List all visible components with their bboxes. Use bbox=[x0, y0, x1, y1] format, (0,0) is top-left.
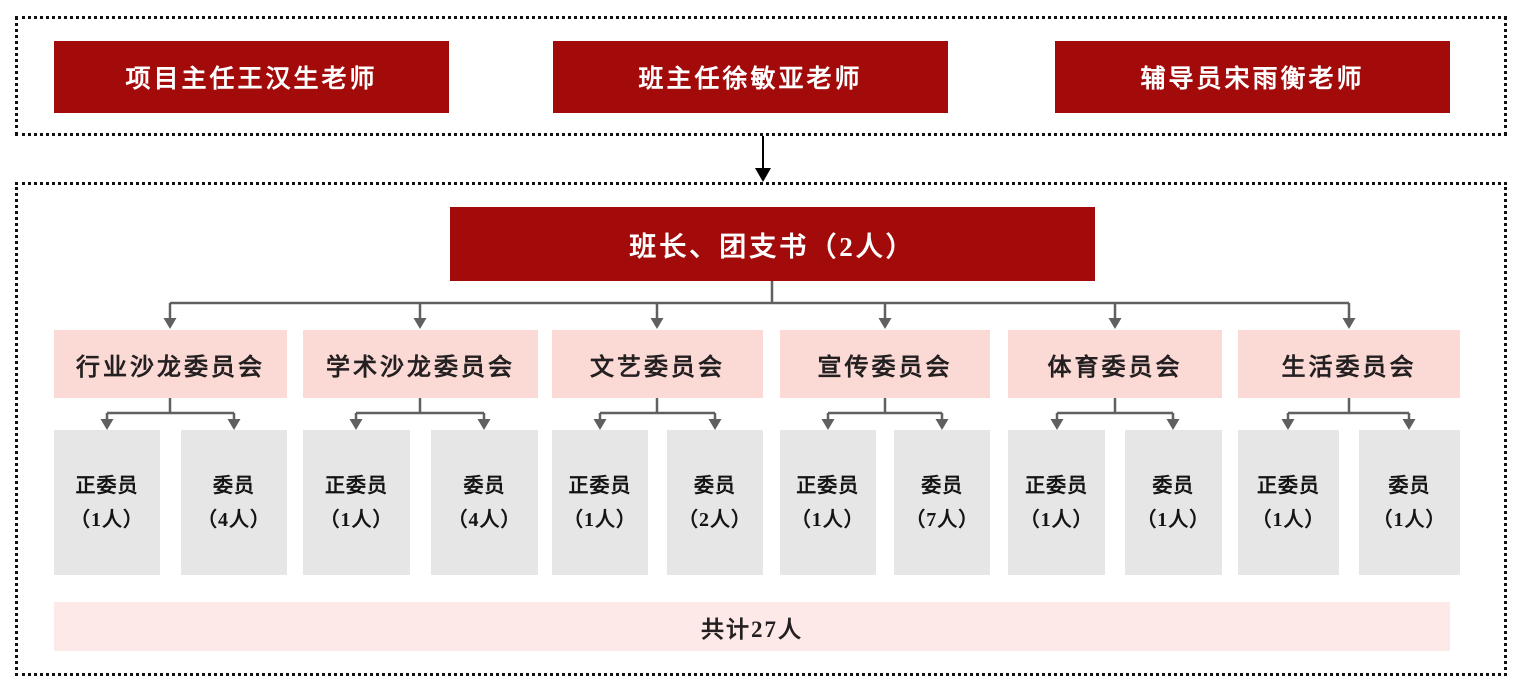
teacher-label: 项目主任王汉生老师 bbox=[125, 66, 378, 93]
committee-box: 学术沙龙委员会 bbox=[303, 330, 538, 398]
count-label: （7人） bbox=[905, 508, 980, 531]
total-count-bar: 共计27人 bbox=[54, 602, 1450, 651]
down-arrow-icon bbox=[755, 136, 771, 182]
member-pair: 正委员 （1人） 委员 （1人） bbox=[1008, 430, 1222, 575]
committee-label: 文艺委员会 bbox=[590, 354, 725, 381]
member-box: 委员 （7人） bbox=[894, 430, 990, 575]
committee-cell-daily-life: 生活委员会 正委员 （1人） 委员 （1人） bbox=[1238, 330, 1460, 575]
role-label: 委员 bbox=[1152, 474, 1195, 497]
chief-member-box: 正委员 （1人） bbox=[54, 430, 160, 575]
teacher-label: 班主任徐敏亚老师 bbox=[638, 66, 863, 93]
committee-box: 体育委员会 bbox=[1008, 330, 1222, 398]
member-pair: 正委员 （1人） 委员 （2人） bbox=[552, 430, 763, 575]
chief-member-box: 正委员 （1人） bbox=[1238, 430, 1339, 575]
teacher-box-head-teacher: 班主任徐敏亚老师 bbox=[553, 41, 948, 113]
committee-box: 文艺委员会 bbox=[552, 330, 763, 398]
member-box: 委员 （4人） bbox=[181, 430, 287, 575]
count-label: （1人） bbox=[1136, 508, 1211, 531]
committee-cell-academic-salon: 学术沙龙委员会 正委员 （1人） 委员 （4人） bbox=[303, 330, 538, 575]
chief-member-box: 正委员 （1人） bbox=[303, 430, 410, 575]
class-leader-box: 班长、团支书（2人） bbox=[450, 207, 1095, 281]
committee-box: 宣传委员会 bbox=[780, 330, 990, 398]
count-label: （1人） bbox=[1251, 508, 1326, 531]
class-leader-label: 班长、团支书（2人） bbox=[629, 231, 916, 262]
role-label: 正委员 bbox=[796, 474, 860, 497]
committee-cell-arts: 文艺委员会 正委员 （1人） 委员 （2人） bbox=[552, 330, 763, 575]
count-label: （4人） bbox=[197, 508, 271, 531]
role-label: 正委员 bbox=[75, 474, 139, 497]
committee-cell-publicity: 宣传委员会 正委员 （1人） 委员 （7人） bbox=[780, 330, 990, 575]
count-label: （1人） bbox=[319, 508, 394, 531]
role-label: 委员 bbox=[921, 474, 964, 497]
committee-label: 行业沙龙委员会 bbox=[76, 354, 265, 381]
chief-member-box: 正委员 （1人） bbox=[1008, 430, 1106, 575]
teachers-frame bbox=[15, 16, 1507, 136]
role-label: 委员 bbox=[463, 474, 506, 497]
count-label: （4人） bbox=[447, 508, 522, 531]
committee-box: 行业沙龙委员会 bbox=[54, 330, 287, 398]
total-count-label: 共计27人 bbox=[701, 616, 803, 642]
committee-label: 宣传委员会 bbox=[817, 354, 953, 381]
teacher-label: 辅导员宋雨衡老师 bbox=[1140, 66, 1365, 93]
committee-box: 生活委员会 bbox=[1238, 330, 1460, 398]
count-label: （1人） bbox=[563, 508, 637, 531]
committee-label: 体育委员会 bbox=[1047, 354, 1183, 381]
role-label: 委员 bbox=[694, 474, 736, 497]
count-label: （2人） bbox=[678, 508, 752, 531]
member-pair: 正委员 （1人） 委员 （1人） bbox=[1238, 430, 1460, 575]
member-box: 委员 （1人） bbox=[1359, 430, 1460, 575]
count-label: （1人） bbox=[70, 508, 144, 531]
count-label: （1人） bbox=[790, 508, 865, 531]
member-box: 委员 （2人） bbox=[667, 430, 763, 575]
member-pair: 正委员 （1人） 委员 （4人） bbox=[303, 430, 538, 575]
member-pair: 正委员 （1人） 委员 （7人） bbox=[780, 430, 990, 575]
teacher-box-project-director: 项目主任王汉生老师 bbox=[54, 41, 449, 113]
chief-member-box: 正委员 （1人） bbox=[552, 430, 648, 575]
count-label: （1人） bbox=[1019, 508, 1094, 531]
committee-label: 生活委员会 bbox=[1281, 354, 1417, 381]
teacher-box-counselor: 辅导员宋雨衡老师 bbox=[1055, 41, 1450, 113]
committee-cell-industry-salon: 行业沙龙委员会 正委员 （1人） 委员 （4人） bbox=[54, 330, 287, 575]
role-label: 正委员 bbox=[324, 474, 388, 497]
role-label: 委员 bbox=[1388, 474, 1431, 497]
role-label: 正委员 bbox=[1025, 474, 1089, 497]
role-label: 正委员 bbox=[1257, 474, 1320, 497]
member-box: 委员 （4人） bbox=[431, 430, 538, 575]
member-pair: 正委员 （1人） 委员 （4人） bbox=[54, 430, 287, 575]
chief-member-box: 正委员 （1人） bbox=[780, 430, 876, 575]
role-label: 正委员 bbox=[568, 474, 632, 497]
committee-label: 学术沙龙委员会 bbox=[326, 354, 515, 381]
role-label: 委员 bbox=[213, 474, 255, 497]
class-structure-frame bbox=[15, 182, 1507, 676]
committee-cell-sports: 体育委员会 正委员 （1人） 委员 （1人） bbox=[1008, 330, 1222, 575]
member-box: 委员 （1人） bbox=[1124, 430, 1222, 575]
count-label: （1人） bbox=[1372, 508, 1447, 531]
